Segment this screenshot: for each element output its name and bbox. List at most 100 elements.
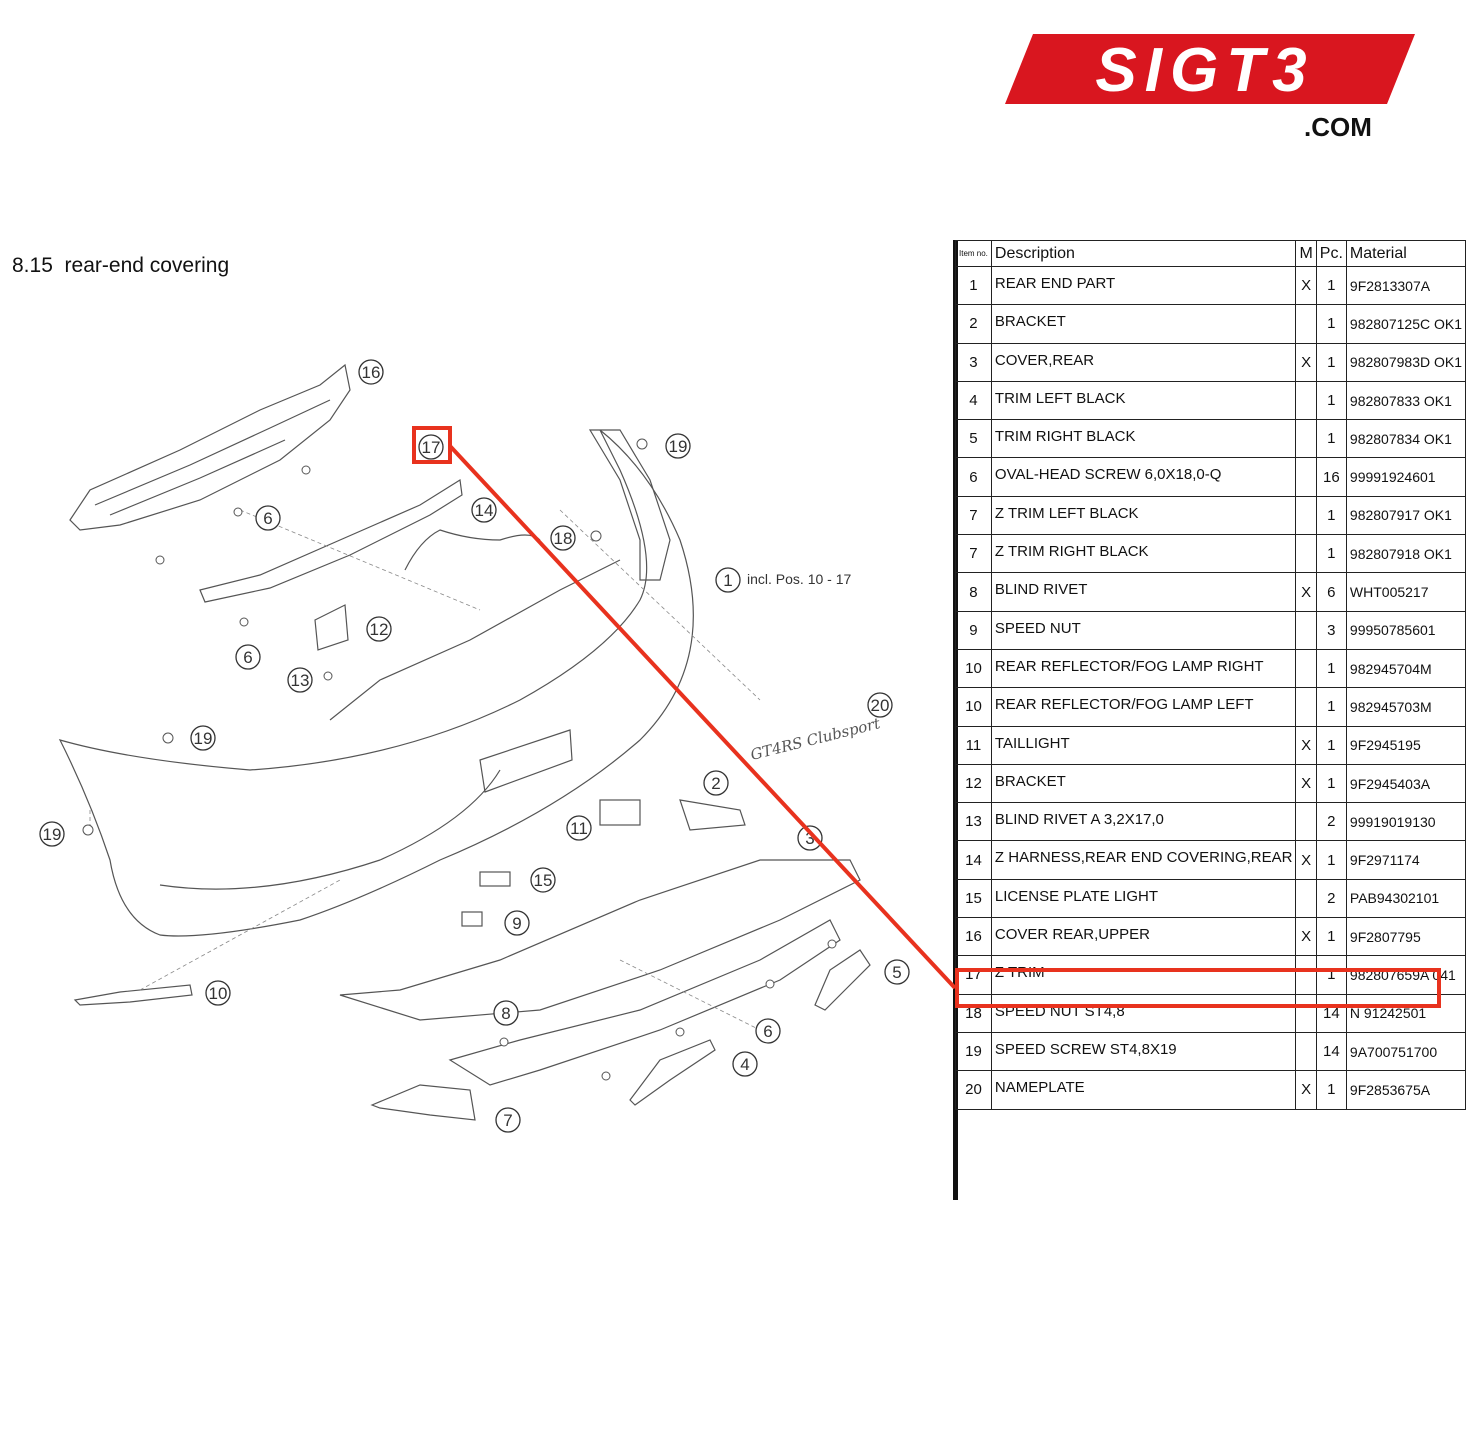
section-title: 8.15 rear-end covering <box>12 254 229 278</box>
table-header-row: Item no. Description M Pc. Material <box>955 240 1466 267</box>
screw-icon <box>675 1027 685 1037</box>
part-bracket <box>679 799 746 831</box>
cell-item-no: 15 <box>955 878 992 919</box>
callout-label: 3 <box>805 829 814 848</box>
callout-label: 4 <box>740 1055 749 1074</box>
callout-label: 1 <box>723 571 732 590</box>
callout-circle <box>205 980 231 1006</box>
part-harness <box>404 529 541 571</box>
cell-item-no: 19 <box>955 1031 992 1072</box>
callout-circle <box>287 667 313 693</box>
part-upper-cover <box>69 363 351 531</box>
callout-label: 19 <box>669 437 688 456</box>
callout-label: 12 <box>370 620 389 639</box>
callout-6: 6 <box>755 1018 781 1044</box>
cell-pc: 1 <box>1315 495 1347 536</box>
callout-label: 19 <box>194 729 213 748</box>
cell-material: 9F2807795 <box>1345 917 1466 957</box>
callout-label: 9 <box>512 914 521 933</box>
screw-icon <box>82 824 94 836</box>
cell-m <box>1295 878 1317 919</box>
part-z-trim-left <box>370 1084 476 1121</box>
highlight-row-box <box>955 968 1441 1008</box>
callout-circle <box>418 434 444 460</box>
part-cover-rear <box>339 859 861 1021</box>
cell-m <box>1295 419 1317 459</box>
cell-item-no: 5 <box>955 419 992 459</box>
cell-m <box>1295 495 1317 536</box>
cell-material: PAB94302101 <box>1345 878 1466 919</box>
header-material: Material <box>1345 240 1466 267</box>
speed-nut-icon <box>590 530 602 542</box>
callout-13: 13 <box>287 667 313 693</box>
cell-m: X <box>1295 763 1317 804</box>
callout-label: 6 <box>763 1022 772 1041</box>
cell-pc: 1 <box>1315 534 1347 574</box>
cell-m: X <box>1295 342 1317 382</box>
cell-description: COVER,REAR <box>990 342 1297 382</box>
part-license-light <box>479 871 511 887</box>
cell-pc: 1 <box>1315 419 1347 459</box>
cell-pc: 1 <box>1315 687 1347 727</box>
callout-label: 19 <box>43 825 62 844</box>
cell-material: 982807917 OK1 <box>1345 495 1466 536</box>
cell-material: WHT005217 <box>1345 572 1466 612</box>
cell-pc: 16 <box>1315 457 1347 497</box>
cell-item-no: 13 <box>955 802 992 842</box>
cell-pc: 1 <box>1315 955 1347 995</box>
cell-pc: 1 <box>1315 304 1347 344</box>
callout-1: 1 <box>715 567 741 593</box>
cell-pc: 1 <box>1315 725 1347 765</box>
cell-item-no: 2 <box>955 304 992 344</box>
callout-label: 17 <box>422 438 441 457</box>
callout-label: 8 <box>501 1004 510 1023</box>
callout-11: 11 <box>566 815 592 841</box>
callout-6: 6 <box>255 505 281 531</box>
callout-circle <box>493 1000 519 1026</box>
part-speed-nut <box>461 911 483 927</box>
cell-description: Z TRIM RIGHT BLACK <box>990 534 1297 574</box>
callout-16: 16 <box>358 359 384 385</box>
header-pc: Pc. <box>1315 240 1347 267</box>
callout-6: 6 <box>235 644 261 670</box>
screw-icon <box>827 939 837 949</box>
cell-description: BLIND RIVET <box>990 572 1297 612</box>
callout-label: 20 <box>871 696 890 715</box>
callout-label: 14 <box>475 501 494 520</box>
part-z-trim <box>199 478 463 603</box>
rivet-icon <box>499 1037 509 1047</box>
part-taillight <box>599 799 641 826</box>
cell-description: OVAL-HEAD SCREW 6,0X18,0-Q <box>990 457 1297 497</box>
cell-m <box>1295 687 1317 727</box>
cell-description: TRIM RIGHT BLACK <box>990 419 1297 459</box>
part-trim-right <box>814 949 871 1011</box>
screw-icon <box>301 465 311 475</box>
callout-circle <box>235 644 261 670</box>
screw-icon <box>155 555 165 565</box>
callout-4: 4 <box>732 1051 758 1077</box>
callout-circle <box>190 725 216 751</box>
cell-material: 99991924601 <box>1345 457 1466 497</box>
callout-9: 9 <box>504 910 530 936</box>
cell-item-no: 14 <box>955 840 992 880</box>
cell-pc: 1 <box>1315 648 1347 689</box>
cell-description: REAR END PART <box>990 265 1297 306</box>
callout-19: 19 <box>665 433 691 459</box>
logo-domain: .COM <box>1304 112 1372 142</box>
cell-material: 982807983D OK1 <box>1345 342 1466 382</box>
cell-pc: 1 <box>1315 763 1347 804</box>
screw-icon <box>636 438 648 450</box>
cell-material: 9A700751700 <box>1345 1031 1466 1072</box>
cell-pc: 2 <box>1315 878 1347 919</box>
cell-item-no: 8 <box>955 572 992 612</box>
